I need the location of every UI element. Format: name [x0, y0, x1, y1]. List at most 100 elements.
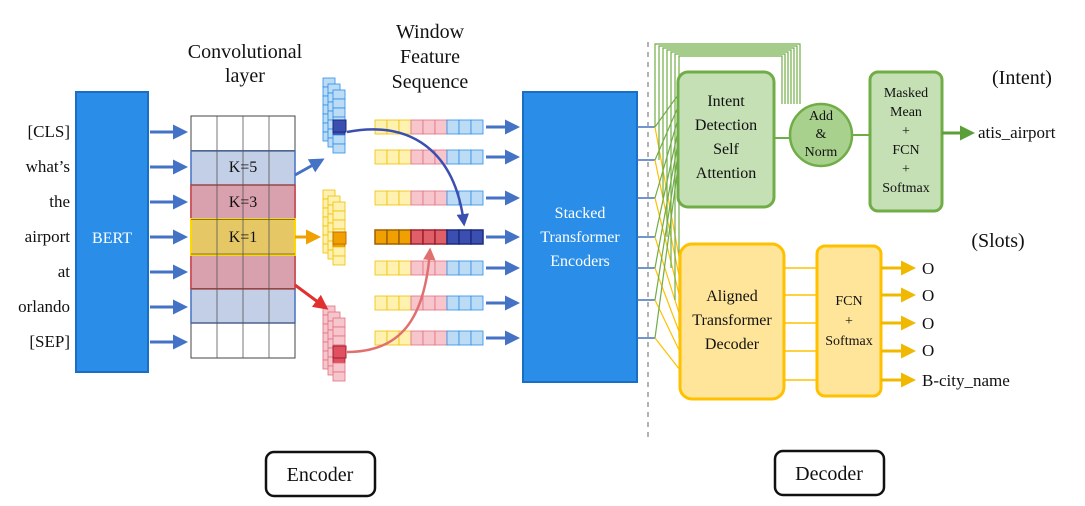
- window-cell: [398, 190, 412, 206]
- feature-cell: [332, 362, 346, 373]
- slot-fcn-block: [815, 244, 883, 398]
- masked-line3: +: [902, 124, 910, 139]
- slots-header: (Slots): [971, 230, 1024, 252]
- kernel-k1-label: K=1: [229, 229, 258, 246]
- intent-block-line2: Detection: [695, 117, 757, 134]
- slot-output-0: O: [922, 259, 934, 278]
- feature-cell: [332, 107, 346, 118]
- feature-map-k3: [322, 305, 347, 382]
- window-cell: [458, 229, 472, 245]
- masked-line5: +: [902, 162, 910, 177]
- window-cell: [422, 330, 436, 346]
- token-1: what’s: [26, 157, 70, 176]
- window-feature-rows: [374, 119, 484, 346]
- window-cell: [470, 260, 484, 276]
- kernel-k5-label: K=5: [229, 159, 258, 176]
- window-cell: [446, 295, 460, 311]
- window-title-line2: Feature: [400, 46, 460, 68]
- k1-highlight: [332, 231, 347, 245]
- k5-highlight: [332, 119, 347, 133]
- k3-to-window-arrow: [346, 247, 436, 354]
- feature-cell: [332, 98, 346, 109]
- input-tokens: [CLS] what’s the airport at orlando [SEP…: [18, 122, 70, 351]
- to-intent-line: [654, 166, 679, 339]
- slot-output-1: O: [922, 286, 934, 305]
- window-title-line1: Window: [396, 21, 465, 43]
- feature-cell: [332, 210, 346, 221]
- aligned-decoder-block: [678, 242, 786, 401]
- stacked-label-line3: Encoders: [550, 253, 610, 270]
- window-cell: [374, 260, 388, 276]
- window-cell: [434, 330, 448, 346]
- window-cell: [446, 229, 460, 245]
- slot-output-2: O: [922, 314, 934, 333]
- intent-block-line3: Self: [713, 141, 739, 158]
- intent-output: atis_airport: [978, 123, 1056, 142]
- window-cell: [446, 149, 460, 165]
- feature-map-k1: [322, 189, 347, 266]
- stacked-label-line2: Transformer: [540, 229, 620, 246]
- decoder-section-box: [773, 449, 886, 497]
- decoder-section-label: Decoder: [795, 463, 863, 485]
- slot-fcn-line1: FCN: [835, 294, 862, 309]
- window-cell: [410, 330, 424, 346]
- window-cell: [446, 330, 460, 346]
- window-cell: [410, 190, 424, 206]
- feature-cell: [332, 371, 346, 382]
- window-cell: [374, 229, 388, 245]
- window-cell: [374, 149, 388, 165]
- feature-cell: [332, 219, 346, 230]
- aligned-line1: Aligned: [706, 288, 758, 305]
- to-decoder-line: [654, 267, 681, 335]
- window-cell: [398, 260, 412, 276]
- masked-line4: FCN: [892, 143, 919, 158]
- token-6: [SEP]: [29, 332, 70, 351]
- bert-label: BERT: [92, 230, 132, 247]
- window-cell: [458, 119, 472, 135]
- add-norm-line1: Add: [809, 109, 833, 124]
- window-cell: [434, 260, 448, 276]
- feature-cell: [332, 326, 346, 337]
- conv-to-k3-arrow: [294, 283, 329, 310]
- residual-line: [674, 53, 786, 300]
- window-to-encoder-arrows: [486, 119, 520, 346]
- feature-cell: [332, 143, 346, 154]
- conv-to-k5-arrow: [294, 158, 325, 177]
- k3-highlight: [332, 345, 347, 359]
- add-norm-line3: Norm: [805, 145, 838, 160]
- residual-lines: [654, 43, 801, 338]
- add-norm-line2: &: [816, 127, 827, 142]
- kernel-k3-label: K=3: [229, 194, 258, 211]
- aligned-line2: Transformer: [692, 312, 772, 329]
- slot-fcn-line3: Softmax: [825, 334, 872, 349]
- window-cell: [470, 190, 484, 206]
- window-cell: [458, 149, 472, 165]
- window-cell: [398, 149, 412, 165]
- window-cell: [410, 149, 424, 165]
- slot-output-arrows: [881, 260, 916, 388]
- to-decoder-line: [654, 337, 681, 371]
- window-cell: [470, 119, 484, 135]
- window-cell: [374, 190, 388, 206]
- token-5: orlando: [18, 297, 70, 316]
- window-cell: [398, 229, 412, 245]
- bert-to-conv-arrows: [150, 124, 188, 350]
- window-cell: [374, 295, 388, 311]
- window-cell: [386, 260, 400, 276]
- window-cell: [458, 330, 472, 346]
- window-cell: [434, 295, 448, 311]
- window-cell: [386, 190, 400, 206]
- token-4: at: [58, 262, 71, 281]
- feature-cell: [332, 255, 346, 266]
- window-cell: [398, 295, 412, 311]
- stacked-label-line1: Stacked: [555, 205, 606, 222]
- window-cell: [458, 260, 472, 276]
- window-cell: [446, 119, 460, 135]
- residual-line: [666, 49, 792, 237]
- conv-grid-lines: [191, 116, 295, 358]
- window-cell: [422, 295, 436, 311]
- window-cell: [410, 260, 424, 276]
- conv-title-line2: layer: [225, 65, 265, 87]
- feature-cell: [332, 317, 346, 328]
